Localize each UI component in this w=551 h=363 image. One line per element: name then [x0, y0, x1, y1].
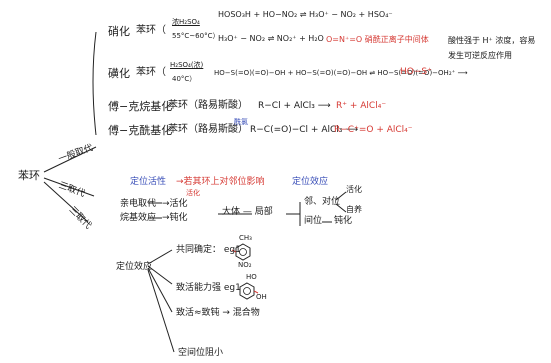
directing-item-2-bottom: OH: [256, 293, 267, 301]
effects-meta-result: 钝化: [334, 216, 353, 226]
directing-item-3: 致活≈致钝 → 混合物: [176, 308, 260, 318]
effects-header-right: 定位效应: [292, 177, 329, 187]
op-to-activation: [335, 191, 347, 201]
directing-item-2: 致活能力强 eg1: [176, 283, 241, 293]
ring-1-marker: [231, 249, 237, 253]
sulfonation-name: 磺化: [108, 67, 130, 80]
branch-line-3: [43, 181, 89, 223]
directing-line-1: [147, 249, 173, 265]
sulfonation-condition-bottom: 40°C）: [172, 75, 197, 83]
acylation-note: 酰氯: [234, 118, 248, 126]
directing-line-2: [147, 265, 173, 285]
directing-item-2-top: HO: [246, 273, 257, 281]
benzene-ring-2: [239, 282, 255, 300]
root-node: 苯环: [18, 169, 40, 182]
sulfonation-equation: HO−S(=O)(=O)−OH + HO−S(=O)(=O)−OH ⇌ HO−S…: [214, 69, 468, 77]
nitration-name: 硝化: [108, 25, 130, 38]
branch-line-1: [43, 146, 97, 173]
effects-row2-result: →钝化: [162, 213, 188, 223]
effects-middle: 大体 — 局部: [222, 207, 273, 217]
effects-ortho-para: 邻、对位: [304, 197, 341, 207]
directing-item-4: 空间位阻小: [178, 348, 224, 358]
alkylation-product: R⁺ + AlCl₄⁻: [336, 101, 387, 111]
effects-meta: 间位: [304, 216, 323, 226]
effects-far-right-bottom: 自养: [346, 205, 362, 214]
op-to-self: [335, 203, 347, 213]
effects-header-mid-sub: 活化: [186, 189, 200, 197]
nitration-reagent: 苯环（: [136, 25, 166, 36]
side-note-line-2: 发生可逆反应作用: [448, 51, 512, 60]
benzene-ring-1: [235, 243, 251, 261]
directing-item-1-bottom: NO₂: [238, 261, 252, 269]
effects-row2-label: 烷基效应: [120, 213, 157, 223]
ring-2-marker: [253, 290, 259, 294]
effects-row1-label: 亲电取代: [120, 199, 157, 209]
alkylation-name: 傅−克烷基化: [108, 100, 173, 113]
alkylation-equation: R−Cl + AlCl₃ ⟶: [258, 101, 331, 111]
nitration-condition-bottom: 55°C~60°C）: [172, 32, 220, 40]
sulfonation-product: HO−S⁺: [400, 67, 432, 77]
effects-header-mid: →若其环上对邻位影响: [176, 177, 265, 187]
effects-header-left: 定位活性: [130, 177, 167, 187]
directing-item-1: 共同确定： eg1: [176, 245, 241, 255]
acylation-reagent: 苯环（路易斯酸）: [168, 124, 248, 135]
directing-line-4: [147, 269, 175, 353]
sulfonation-reagent: 苯环（: [136, 67, 166, 78]
benzene-ring-2-aromatic: [243, 287, 251, 295]
benzene-ring-1-aromatic: [239, 248, 247, 256]
alkylation-reagent: 苯环（路易斯酸）: [168, 100, 248, 111]
acylation-name: 傅−克酰基化: [108, 124, 173, 137]
nitration-note: O=N⁺=O 硝酰正离子中间体: [326, 35, 429, 44]
effects-far-right-top: 活化: [346, 185, 362, 194]
directing-item-1-top: CH₃: [239, 234, 252, 242]
branch-line-2: [43, 177, 95, 197]
reaction-bracket: [92, 31, 97, 136]
side-note-line-1: 酸性强于 H⁺ 浓度，容易: [448, 36, 536, 45]
directing-line-3: [147, 267, 173, 313]
nitration-equation-1: HOSO₃H + HO−NO₂ ⇌ H₃O⁺ − NO₂ + HSO₄⁻: [218, 10, 393, 19]
nitration-equation-2: H₃O⁺ − NO₂ ⇌ NO₂⁺ + H₂O: [218, 34, 324, 43]
acylation-equation: R−C(=O)−Cl + AlCl₃ ⟶: [250, 125, 359, 135]
acylation-product: R−C⁺=O + AlCl₄⁻: [334, 125, 413, 135]
nitration-condition-top: 浓H₂SO₄: [172, 18, 200, 26]
effects-row1-result: →活化: [162, 199, 188, 209]
sulfonation-condition-top: H₂SO₄(浓): [170, 61, 204, 69]
directing-label: 定位效应: [116, 262, 153, 272]
